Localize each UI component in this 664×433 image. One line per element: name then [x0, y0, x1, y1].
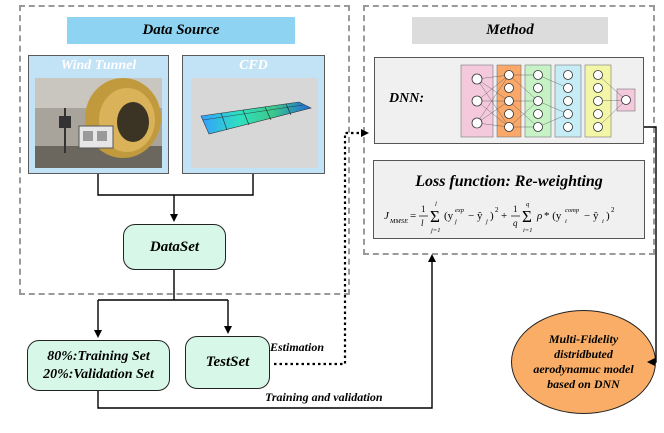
wind-tunnel-box: Wind Tunnel — [28, 55, 169, 174]
data-source-header: Data Source — [67, 17, 295, 44]
svg-text:i=1: i=1 — [523, 227, 532, 234]
result-line-2: distridbuted — [554, 347, 613, 361]
svg-text:− ŷ: − ŷ — [584, 210, 599, 222]
dataset-node: DataSet — [123, 224, 226, 270]
svg-text:): ) — [490, 210, 494, 222]
result-model-node: Multi-Fidelity distridbuted aerodynamuc … — [511, 310, 656, 414]
edge-cfd-to-dataset — [174, 174, 254, 196]
method-header: Method — [412, 17, 608, 44]
svg-text:(y: (y — [444, 210, 454, 222]
svg-text:i: i — [565, 218, 567, 225]
svg-text:1: 1 — [421, 204, 426, 214]
result-line-1: Multi-Fidelity — [548, 332, 619, 346]
training-validation-set-node: 80%:Training Set 20%:Validation Set — [27, 340, 170, 391]
svg-text:q: q — [513, 218, 518, 228]
svg-text:=: = — [410, 210, 416, 222]
svg-text:* (y: * (y — [544, 210, 562, 222]
svg-text:j=1: j=1 — [430, 227, 440, 234]
loss-function-box: Loss function: Re-weighting J MMSE = 1 l… — [373, 160, 645, 239]
dnn-box: DNN: — [374, 57, 644, 144]
svg-text:Σ: Σ — [522, 207, 532, 226]
svg-text:1: 1 — [513, 204, 518, 214]
cfd-box: CFD — [182, 55, 325, 174]
svg-text:J: J — [384, 210, 390, 222]
edge-estimation-dotted — [274, 129, 369, 366]
svg-text:comp: comp — [565, 207, 580, 214]
svg-text:MMSE: MMSE — [389, 218, 408, 225]
edge-dnn-to-result — [644, 126, 657, 366]
cfd-title: CFD — [239, 58, 268, 73]
wind-tunnel-photo — [35, 78, 162, 168]
svg-text:exp: exp — [455, 207, 465, 214]
neural-network-diagram — [460, 64, 636, 138]
svg-text:): ) — [606, 210, 610, 222]
result-line-3: aerodynamuc model — [533, 362, 634, 376]
estimation-label: Estimation — [270, 340, 325, 354]
cfd-wing-render — [191, 78, 318, 168]
testset-node: TestSet — [185, 336, 270, 389]
svg-text:− ŷ: − ŷ — [468, 210, 483, 222]
svg-text:+: + — [501, 210, 507, 222]
loss-equation: J MMSE = 1 l Σ l j=1 (y j exp − ŷ j ) 2 … — [384, 201, 615, 234]
svg-text:j: j — [454, 218, 457, 225]
dnn-label: DNN: — [389, 91, 424, 106]
wind-tunnel-title: Wind Tunnel — [60, 58, 137, 73]
edge-training-to-method — [97, 254, 436, 409]
data-source-panel — [19, 5, 350, 295]
result-line-4: based on DNN — [547, 377, 620, 391]
svg-text:2: 2 — [611, 206, 615, 214]
training-set-label: 80%:Training Set — [47, 348, 150, 364]
svg-text:2: 2 — [495, 206, 499, 214]
svg-text:q: q — [526, 201, 530, 208]
validation-set-label: 20%:Validation Set — [43, 366, 154, 382]
loss-function-title: Loss function: Re-weighting — [415, 173, 603, 190]
svg-text:Σ: Σ — [430, 207, 440, 226]
training-validation-label: Training and validation — [265, 390, 383, 404]
svg-text:ρ: ρ — [536, 210, 542, 222]
svg-text:l: l — [421, 218, 424, 228]
svg-text:l: l — [435, 201, 437, 208]
edge-windtunnel-to-dataset — [97, 174, 174, 196]
svg-text:j: j — [485, 218, 488, 225]
svg-text:i: i — [602, 218, 604, 225]
